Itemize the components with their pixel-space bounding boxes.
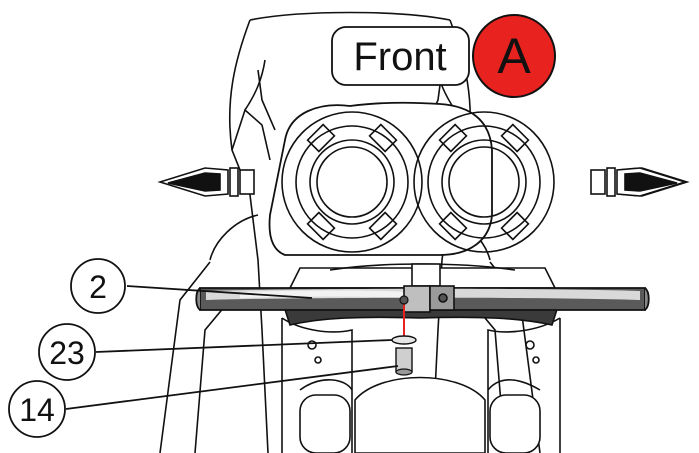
turn-indicator-left bbox=[157, 167, 255, 197]
headlight-left bbox=[281, 111, 423, 253]
fastener-stack bbox=[391, 295, 417, 376]
centre-clamp bbox=[403, 263, 455, 313]
callout-14-label: 14 bbox=[19, 392, 55, 428]
view-label-text: Front bbox=[353, 35, 446, 79]
lower-frame bbox=[281, 317, 561, 453]
headlight-housing bbox=[268, 101, 493, 256]
view-badge-letter: A bbox=[497, 28, 531, 84]
callout-2-label: 2 bbox=[89, 269, 107, 305]
callout-2: 2 bbox=[70, 258, 126, 314]
callout-14: 14 bbox=[8, 380, 66, 438]
headlight-right bbox=[413, 111, 555, 253]
turn-indicator-right bbox=[590, 167, 690, 197]
callout-23-label: 23 bbox=[49, 335, 85, 371]
view-badge: A bbox=[472, 14, 556, 98]
bolt-hole bbox=[399, 295, 409, 305]
callout-23: 23 bbox=[38, 323, 96, 381]
view-label: Front bbox=[331, 26, 470, 86]
washer bbox=[391, 335, 417, 345]
leader-lines bbox=[65, 285, 399, 410]
